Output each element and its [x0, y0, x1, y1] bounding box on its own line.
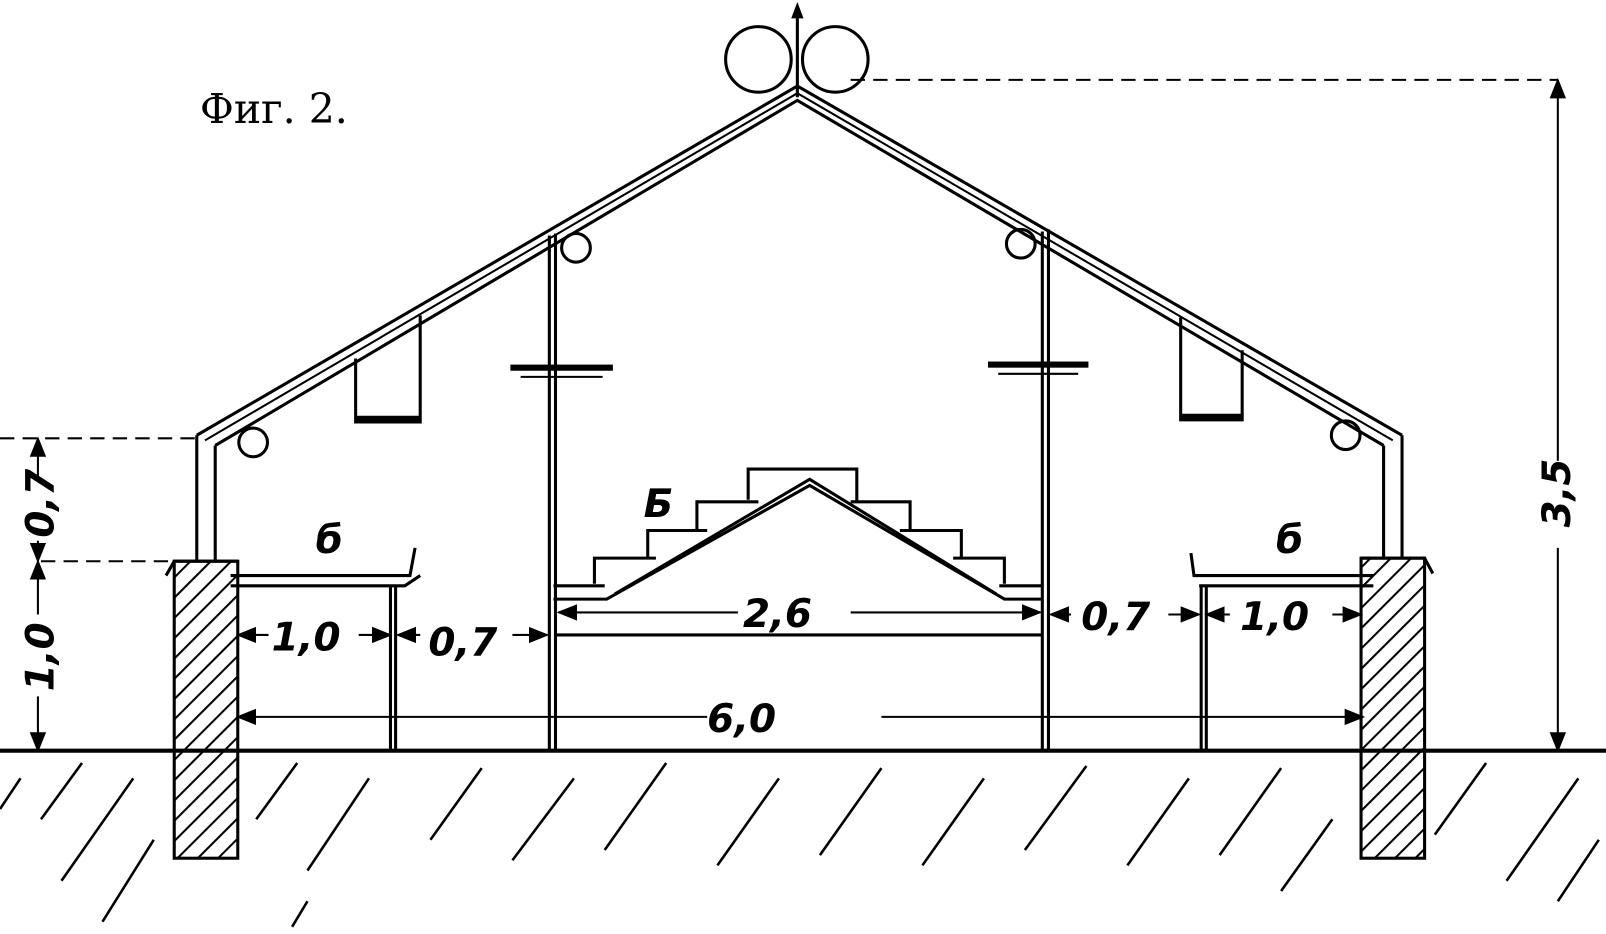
central-stage	[553, 467, 1043, 637]
side-walls	[195, 435, 1404, 562]
heating-pipes	[237, 227, 1362, 459]
interior-posts	[510, 229, 1089, 751]
dim-total-width: 6,0	[707, 697, 776, 742]
dim-center-width: 2,6	[743, 592, 812, 637]
dim-left-bench-width: 1,0	[272, 615, 341, 660]
ground	[0, 748, 1606, 928]
label-center-stage: Б	[644, 482, 674, 527]
dim-right-path-width: 0,7	[1081, 595, 1150, 640]
left-foundation-wall	[172, 559, 240, 860]
roof	[196, 84, 1403, 447]
label-right-bench: б	[1276, 518, 1303, 563]
ridge-ventilator	[724, 2, 870, 98]
dim-right-bench-width: 1,0	[1240, 595, 1309, 640]
side-benches	[230, 547, 1374, 751]
dim-bench-height: 1,0	[18, 622, 63, 691]
dim-left-path-width: 0,7	[428, 620, 497, 665]
dim-side-wall-height: 0,7	[18, 469, 63, 538]
right-foundation-wall	[1359, 556, 1427, 860]
dimension-lines	[0, 77, 1567, 753]
dim-total-height: 3,5	[1535, 458, 1580, 527]
hanging-shelves	[354, 315, 1244, 424]
label-left-bench: б	[316, 518, 343, 563]
figure-title: Фиг. 2.	[200, 85, 348, 133]
